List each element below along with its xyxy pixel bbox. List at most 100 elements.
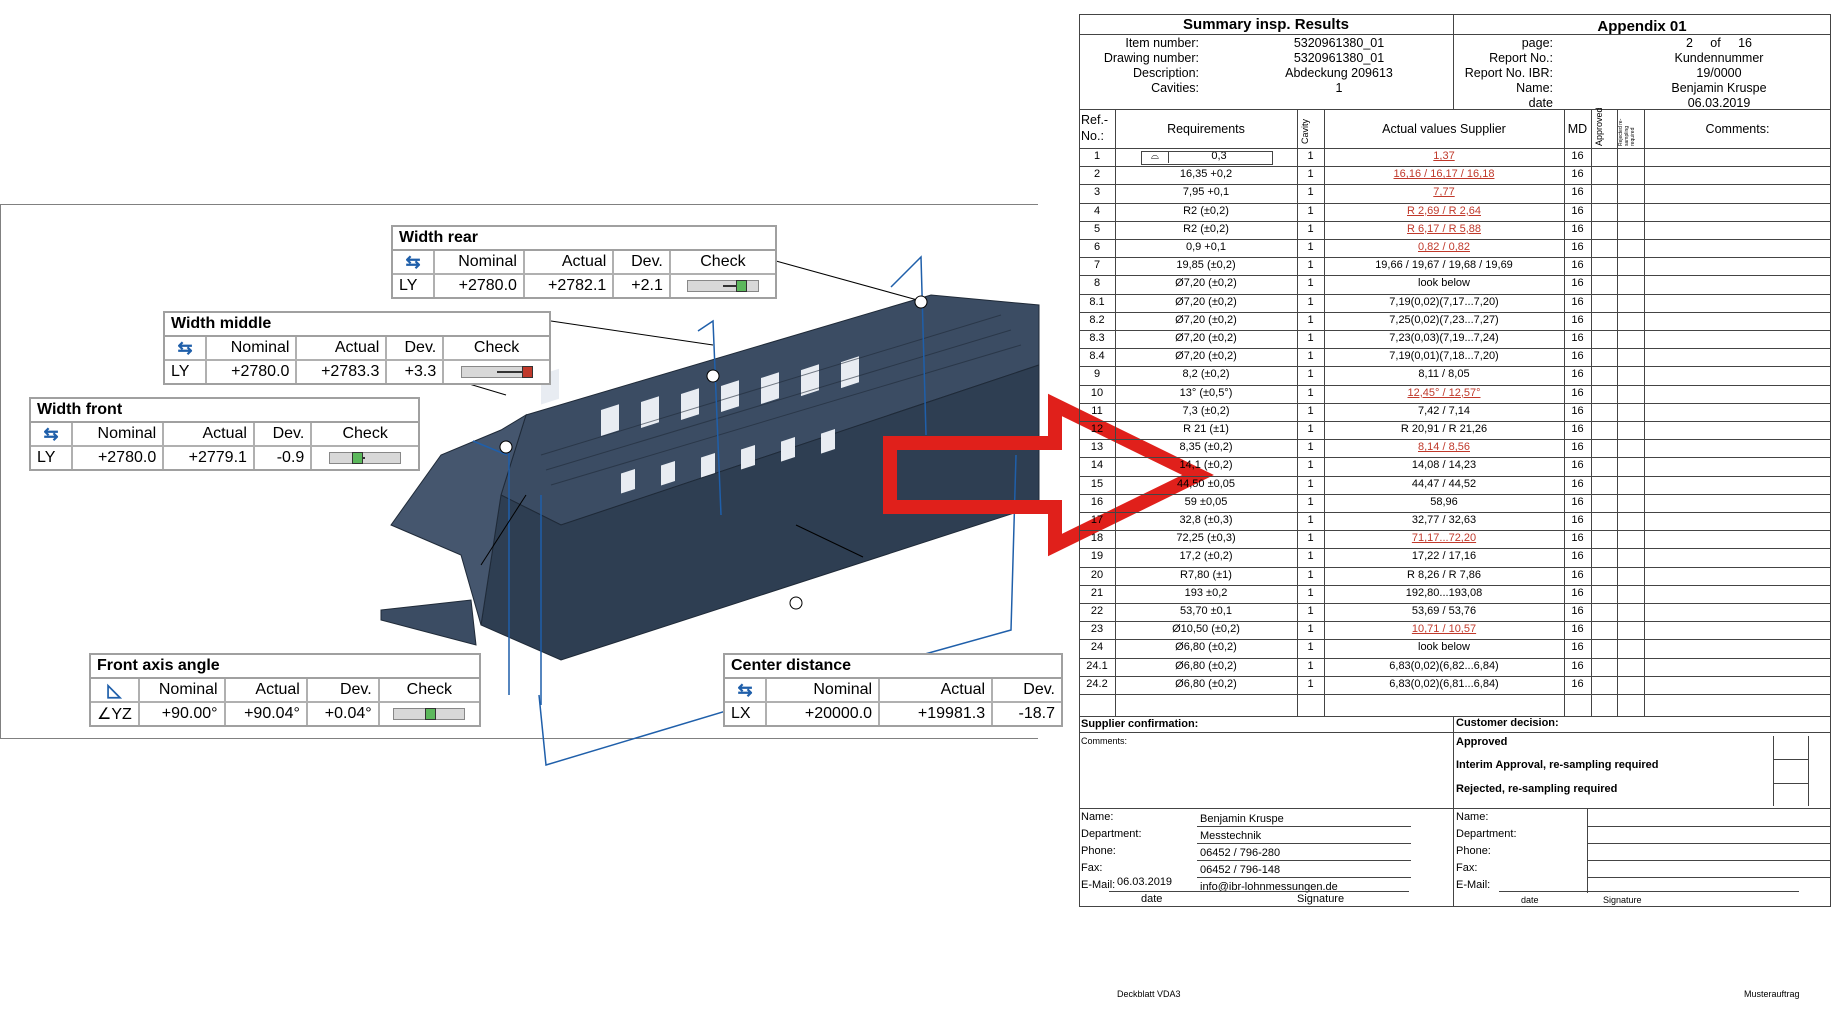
row-cavity: 1 (1307, 386, 1314, 399)
row-cavity: 1 (1307, 459, 1314, 472)
row-actual: 6,83(0,02)(6,81...6,84) (1389, 677, 1499, 690)
row-md: 16 (1571, 368, 1584, 381)
header-check: Check (310, 423, 418, 447)
page-values: 2 of 16 Kundennummer 19/0000 Benjamin Kr… (1671, 36, 1767, 110)
row-cavity: 1 (1307, 186, 1314, 199)
decision-rejected: Rejected, re-sampling required (1456, 783, 1618, 795)
row-requirement: R7,80 (±1) (1180, 568, 1232, 581)
decision-approved: Approved (1456, 736, 1508, 748)
row-requirement: Ø7,20 (±0,2) (1175, 295, 1237, 308)
axis-label: LY (165, 359, 207, 383)
row-actual: 16,16 / 16,17 / 16,18 (1393, 168, 1495, 181)
row-md: 16 (1571, 150, 1584, 162)
callout-width-front: Width front ⇆ Nominal Actual Dev. Check … (29, 397, 420, 471)
row-actual: 192,80...193,08 (1405, 586, 1483, 599)
signature-label: Signature (1297, 893, 1345, 905)
decision-interim: Interim Approval, re-sampling required (1456, 759, 1659, 771)
row-requirement: 53,70 ±0,1 (1180, 605, 1232, 617)
header-actual: Actual (162, 423, 255, 447)
report-frame (1079, 14, 1831, 907)
row-cavity: 1 (1307, 532, 1314, 545)
row-md: 16 (1571, 204, 1584, 217)
actual-value: +2782.1 (522, 273, 615, 297)
item-labels: Item number: Drawing number: Description… (1103, 36, 1199, 95)
row-ref: 4 (1093, 204, 1101, 217)
check-gauge (686, 279, 759, 292)
row-actual: 14,08 / 14,23 (1411, 459, 1477, 472)
comments-label: Comments: (1081, 736, 1128, 746)
row-ref: 12 (1090, 423, 1104, 435)
row-cavity: 1 (1307, 222, 1314, 235)
row-md: 16 (1571, 313, 1584, 326)
nominal-value: +2780.0 (433, 273, 525, 297)
row-md: 16 (1571, 277, 1584, 290)
row-requirement: 72,25 (±0,3) (1176, 532, 1236, 545)
row-md: 16 (1571, 186, 1584, 199)
axis-label: LY (31, 445, 73, 469)
row-requirement: 13° (±0,5°) (1179, 386, 1233, 399)
header-nominal: Nominal (764, 679, 881, 703)
dev-value: -18.7 (991, 701, 1061, 725)
row-ref: 10 (1090, 386, 1104, 399)
row-requirement: Ø7,20 (±0,2) (1175, 350, 1237, 363)
row-ref: 17 (1090, 514, 1104, 526)
decision-checkboxes[interactable] (1773, 736, 1809, 806)
footer-right: Musterauftrag (1744, 989, 1800, 999)
header-dev: Dev. (991, 679, 1061, 703)
row-requirement: Ø6,80 (±0,2) (1175, 677, 1237, 690)
dev-value: +3.3 (385, 359, 445, 383)
row-ref: 14 (1090, 459, 1104, 472)
horizontal-arrows-icon: ⇆ (43, 423, 59, 444)
row-ref: 16 (1090, 495, 1104, 508)
header-nominal: Nominal (137, 679, 226, 703)
header-dev: Dev. (305, 679, 380, 703)
row-cavity: 1 (1307, 332, 1314, 344)
row-ref: 20 (1090, 568, 1104, 581)
row-md: 16 (1571, 477, 1584, 490)
nominal-value: +90.00° (137, 701, 226, 725)
row-cavity: 1 (1307, 204, 1314, 217)
horizontal-arrows-icon: ⇆ (177, 337, 193, 358)
col-requirements: Requirements (1167, 122, 1245, 136)
row-actual: 8,11 / 8,05 (1418, 368, 1470, 381)
email-link[interactable]: info@ibr-lohnmessungen.de (1200, 881, 1338, 893)
callout-center-distance: Center distance ⇆ Nominal Actual Dev. LX… (723, 653, 1063, 727)
row-requirement: R 21 (±1) (1183, 423, 1229, 435)
row-ref: 24.2 (1086, 677, 1108, 690)
header-actual: Actual (522, 251, 615, 275)
row-requirement: 59 ±0,05 (1184, 495, 1228, 508)
row-ref: 13 (1090, 441, 1104, 454)
row-md: 16 (1571, 241, 1584, 253)
header-nominal: Nominal (70, 423, 165, 447)
row-requirement: Ø7,20 (±0,2) (1175, 313, 1237, 326)
row-cavity: 1 (1307, 404, 1314, 417)
profile-icon: ⌓ (1142, 151, 1169, 163)
col-cavity: Cavity (1300, 118, 1310, 144)
row-cavity: 1 (1307, 423, 1314, 435)
row-md: 16 (1571, 532, 1584, 545)
row-actual: 12,45° / 12,57° (1407, 386, 1481, 399)
row-requirement: Ø7,20 (±0,2) (1175, 277, 1237, 290)
row-md: 16 (1571, 586, 1584, 599)
row-actual: 10,71 / 10,57 (1411, 623, 1477, 636)
col-approved: Approved (1594, 107, 1604, 146)
row-requirement: 7,3 (±0,2) (1182, 404, 1230, 417)
row-requirement: 7,95 +0,1 (1182, 186, 1230, 199)
callout-title: Width front (31, 399, 418, 423)
row-cavity: 1 (1307, 277, 1314, 290)
signature-label-customer: Signature (1603, 895, 1642, 905)
row-ref: 19 (1090, 550, 1104, 563)
row-requirement: 16,35 +0,2 (1179, 168, 1233, 181)
row-actual: 32,77 / 32,63 (1411, 514, 1477, 526)
row-md: 16 (1571, 568, 1584, 581)
header-dev: Dev. (252, 423, 313, 447)
callout-title: Front axis angle (91, 655, 479, 679)
row-md: 16 (1571, 514, 1584, 526)
row-md: 16 (1571, 222, 1584, 235)
row-actual: look below (1418, 277, 1470, 290)
footer-left: Deckblatt VDA3 (1117, 989, 1181, 999)
row-ref: 1 (1093, 150, 1101, 162)
dev-value: +2.1 (612, 273, 671, 297)
check-gauge (393, 707, 466, 720)
row-md: 16 (1571, 459, 1584, 472)
